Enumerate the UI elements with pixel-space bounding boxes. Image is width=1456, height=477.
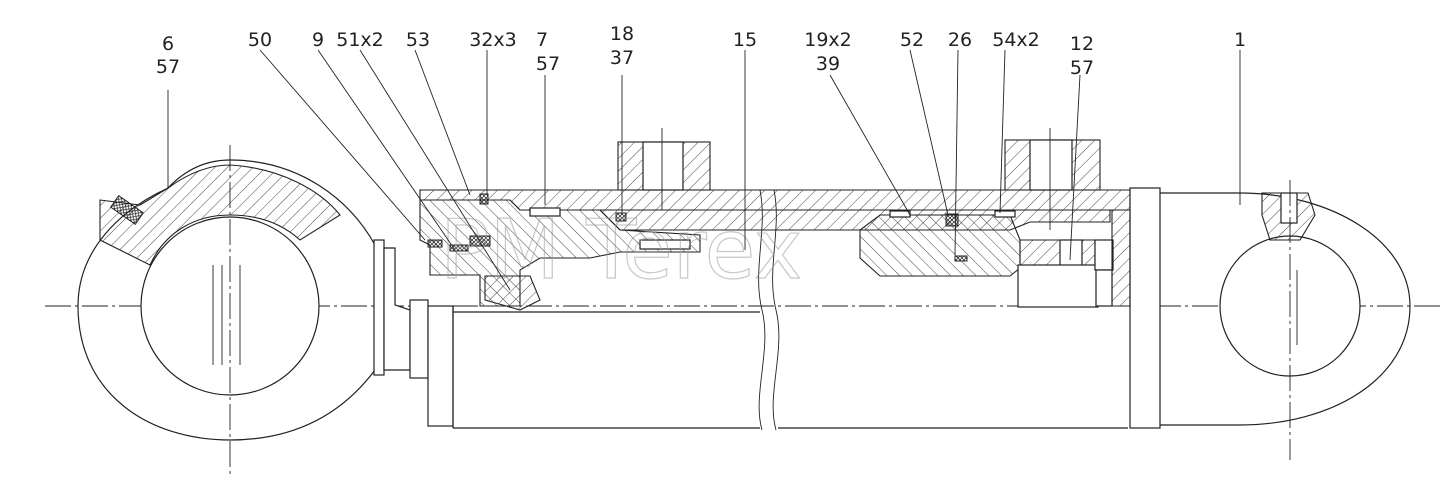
callout-57-a: 57 — [156, 56, 180, 78]
callout-1: 1 — [1234, 29, 1246, 51]
callout-15: 15 — [733, 29, 757, 51]
callout-37: 37 — [610, 47, 634, 69]
callout-26: 26 — [948, 29, 972, 51]
callout-57-c: 57 — [1070, 57, 1094, 79]
callout-39: 39 — [816, 53, 840, 75]
leader-lines — [167, 49, 1241, 291]
callout-32x3: 32x3 — [469, 29, 517, 51]
rod-end-nut — [373, 239, 454, 427]
port-boss-right — [1004, 128, 1101, 230]
callout-50: 50 — [248, 29, 272, 51]
callout-57-b: 57 — [536, 53, 560, 75]
port-boss-left — [617, 128, 711, 210]
rod-eye — [77, 145, 376, 475]
callout-labels: 6 57 50 9 51x2 53 32x3 7 57 18 37 15 19x… — [156, 23, 1246, 79]
watermark-logo: PM Terex — [440, 203, 802, 298]
callout-53: 53 — [406, 29, 430, 51]
cylinder-eye — [1219, 180, 1411, 460]
callout-51x2: 51x2 — [336, 29, 384, 51]
piston — [859, 210, 1114, 308]
callout-18: 18 — [610, 23, 634, 45]
gland-head — [419, 193, 701, 311]
callout-52: 52 — [900, 29, 924, 51]
callout-9: 9 — [312, 29, 324, 51]
end-cap — [1095, 209, 1131, 307]
callout-12: 12 — [1070, 33, 1094, 55]
callout-54x2: 54x2 — [992, 29, 1040, 51]
piston-rod — [452, 189, 1128, 431]
callout-7: 7 — [536, 29, 548, 51]
callout-6: 6 — [162, 33, 174, 55]
callout-19x2: 19x2 — [804, 29, 852, 51]
